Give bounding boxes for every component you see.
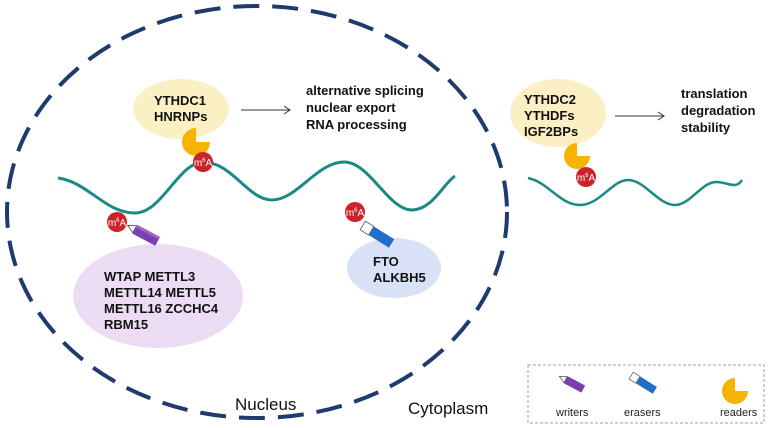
nuclear-readers-bubble xyxy=(133,79,229,139)
m6a-label-nuclear-reader: m6A xyxy=(194,158,213,169)
writer-line-3: METTL16 ZCCHC4 xyxy=(104,301,219,316)
erasers-bubble xyxy=(347,238,441,298)
cytoplasmic-reader-2: YTHDFs xyxy=(524,108,575,123)
m6a-mark-nuclear-reader xyxy=(193,152,213,172)
eraser-line-1: FTO xyxy=(373,254,399,269)
legend-erasers-label: erasers xyxy=(624,407,661,419)
nuclear-reader-1: YTHDC1 xyxy=(154,93,206,108)
cytoplasmic-function-1: translation xyxy=(681,86,748,101)
nuclear-arrow-head xyxy=(283,105,291,115)
nuclear-function-3: RNA processing xyxy=(306,117,407,132)
cytoplasmic-reader-1: YTHDC2 xyxy=(524,92,576,107)
m6a-mark-cytoplasmic xyxy=(576,167,596,187)
nuclear-function-2: nuclear export xyxy=(306,100,396,115)
cytoplasmic-function-3: stability xyxy=(681,120,731,135)
legend-reader-icon xyxy=(722,378,748,404)
m6a-mark-eraser xyxy=(345,202,365,222)
eraser-icon xyxy=(359,220,395,248)
cytoplasmic-reader-icon xyxy=(564,143,590,169)
cytoplasmic-function-2: degradation xyxy=(681,103,755,118)
m6a-label-writer: m6A xyxy=(108,218,127,229)
writer-line-1: WTAP METTL3 xyxy=(104,269,195,284)
nucleus-label: Nucleus xyxy=(235,395,296,414)
legend-writers-label: writers xyxy=(555,407,589,419)
cytoplasmic-reader-3: IGF2BPs xyxy=(524,124,578,139)
nucleus-border xyxy=(5,4,509,420)
m6a-label-cytoplasmic: m6A xyxy=(577,173,596,184)
nuclear-rna-strand xyxy=(57,160,456,215)
m6a-label-eraser: m6A xyxy=(346,208,365,219)
nuclear-function-1: alternative splicing xyxy=(306,83,424,98)
nuclear-reader-2: HNRNPs xyxy=(154,109,207,124)
writers-bubble xyxy=(73,244,243,348)
writer-line-2: METTL14 METTL5 xyxy=(104,285,216,300)
legend-eraser-icon xyxy=(628,371,657,394)
legend-readers-label: readers xyxy=(720,407,758,419)
nuclear-reader-icon xyxy=(182,128,210,156)
writer-pen-icon xyxy=(126,224,161,246)
m6a-mark-writer xyxy=(107,212,127,232)
writer-line-4: RBM15 xyxy=(104,317,148,332)
legend-writer-icon xyxy=(558,375,586,393)
cytoplasmic-rna-strand xyxy=(527,176,744,207)
cytoplasm-label: Cytoplasm xyxy=(408,399,488,418)
cytoplasmic-arrow-head xyxy=(657,111,665,121)
eraser-line-2: ALKBH5 xyxy=(373,270,426,285)
cytoplasmic-readers-bubble xyxy=(510,79,606,147)
